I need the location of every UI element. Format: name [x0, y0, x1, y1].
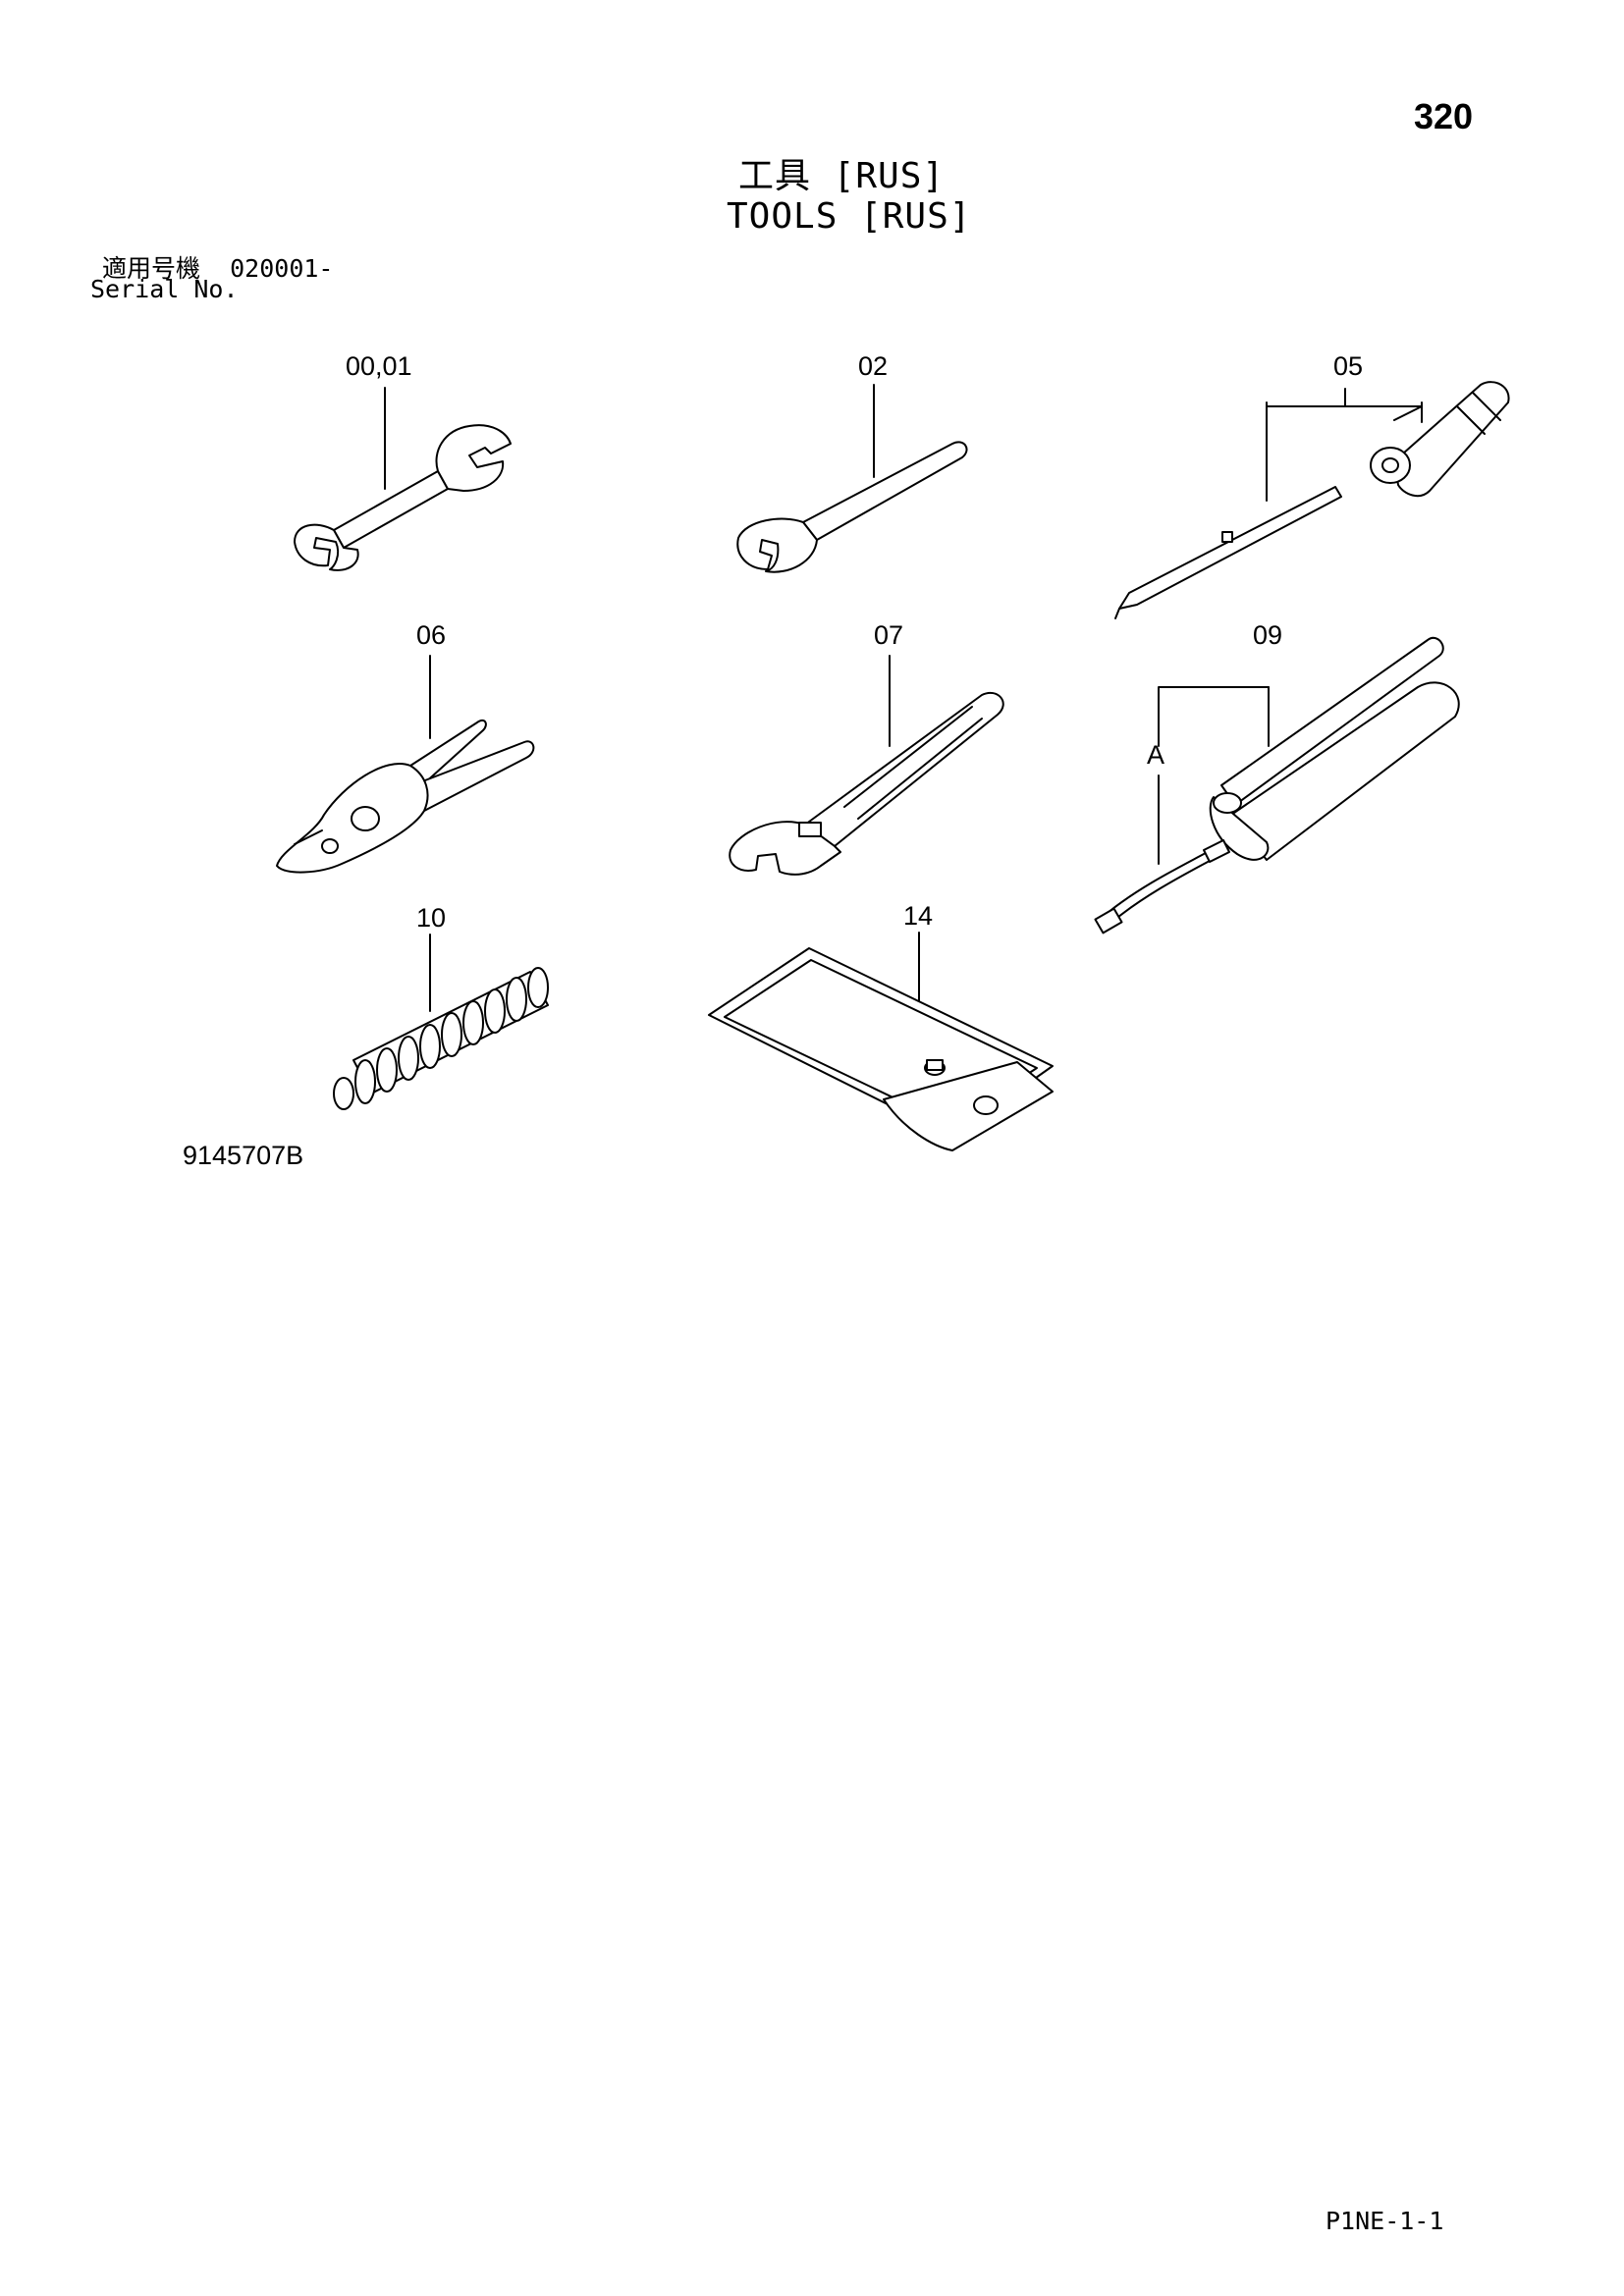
callout-05: 05: [1333, 351, 1364, 381]
tool-bag: [708, 932, 1054, 1151]
serial-range: 020001-: [230, 254, 334, 283]
single-open-end-wrench: [736, 384, 968, 573]
callout-09: 09: [1253, 620, 1283, 650]
page-title-english: TOOLS [RUS]: [727, 196, 972, 237]
screwdriver-set: [1114, 381, 1510, 619]
slip-joint-pliers: [276, 655, 535, 874]
adjustable-wrench: [729, 655, 1004, 876]
serial-applicability: 適用号機 020001-: [102, 249, 333, 285]
double-open-end-wrench: [294, 387, 512, 571]
callout-14: 14: [903, 901, 934, 931]
coil-spring: [333, 934, 549, 1110]
illustration-code: 9145707B: [183, 1141, 304, 1170]
page-title-japanese: 工具 [RUS]: [738, 156, 946, 196]
page-number: 320: [1414, 96, 1474, 136]
callout-00-01: 00,01: [346, 351, 412, 381]
callout-02: 02: [858, 351, 889, 381]
callout-10: 10: [416, 903, 447, 933]
serial-label-japanese: 適用号機: [102, 254, 201, 283]
callout-a: A: [1147, 740, 1165, 770]
grease-gun: [1094, 637, 1460, 934]
footer-page-code: P1NE-1-1: [1326, 2207, 1444, 2235]
callout-07: 07: [874, 620, 904, 650]
serial-label-english: Serial No.: [90, 275, 239, 303]
callout-06: 06: [416, 620, 447, 650]
